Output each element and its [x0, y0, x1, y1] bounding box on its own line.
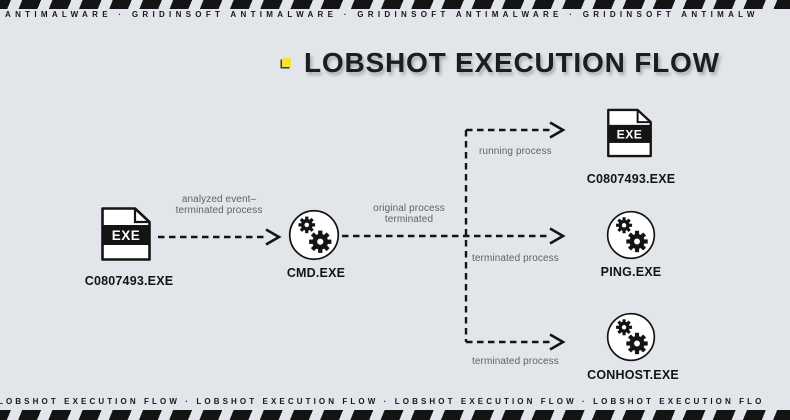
edge-cmd-to-ping: [342, 227, 566, 245]
hazard-stripes-top: [0, 0, 790, 9]
exe-file-icon: EXE: [607, 108, 652, 158]
label-conhost: CONHOST.EXE: [587, 368, 679, 382]
node-spawned-exe-file: EXE: [606, 106, 653, 165]
banner-text-bottom: LOBSHOT EXECUTION FLOW · LOBSHOT EXECUTI…: [0, 397, 765, 406]
exe-badge: EXE: [112, 228, 141, 243]
edge-branch-to-exe: [466, 121, 566, 139]
node-source-file: EXE: [100, 206, 152, 267]
edge-label-analyzed-event: analyzed event– terminated process: [175, 194, 263, 216]
exe-badge: EXE: [617, 127, 643, 141]
gears-process-icon: [606, 312, 656, 362]
hazard-stripes-bottom: [0, 410, 790, 420]
banner-text-top: ANTIMALWARE · GRIDINSOFT ANTIMALWARE · G…: [5, 10, 759, 19]
label-source-file: C0807493.EXE: [84, 274, 174, 288]
label-spawned-exe: C0807493.EXE: [586, 172, 676, 186]
label-cmd: CMD.EXE: [286, 266, 346, 280]
node-conhost-process: [606, 311, 656, 368]
edge-label-original-process: original process terminated: [373, 203, 445, 225]
edge-branch-to-conhost: [466, 333, 566, 351]
edge-label-terminated-conhost: terminated process: [472, 356, 559, 367]
node-ping-process: [606, 209, 656, 266]
edge-label-running-process: running process: [479, 146, 552, 157]
node-cmd-process: [288, 209, 340, 266]
page-title: LOBSHOT EXECUTION FLOW: [304, 47, 720, 78]
exe-file-icon: EXE: [101, 207, 151, 261]
gears-process-icon: [606, 210, 656, 260]
gears-process-icon: [288, 209, 340, 261]
edge-source-to-cmd: [158, 228, 282, 246]
yellow-square-bullet-icon: [282, 58, 291, 67]
label-ping: PING.EXE: [600, 265, 662, 279]
title-row: LOBSHOT EXECUTION FLOW: [282, 46, 720, 80]
edge-label-terminated-ping: terminated process: [472, 253, 559, 264]
